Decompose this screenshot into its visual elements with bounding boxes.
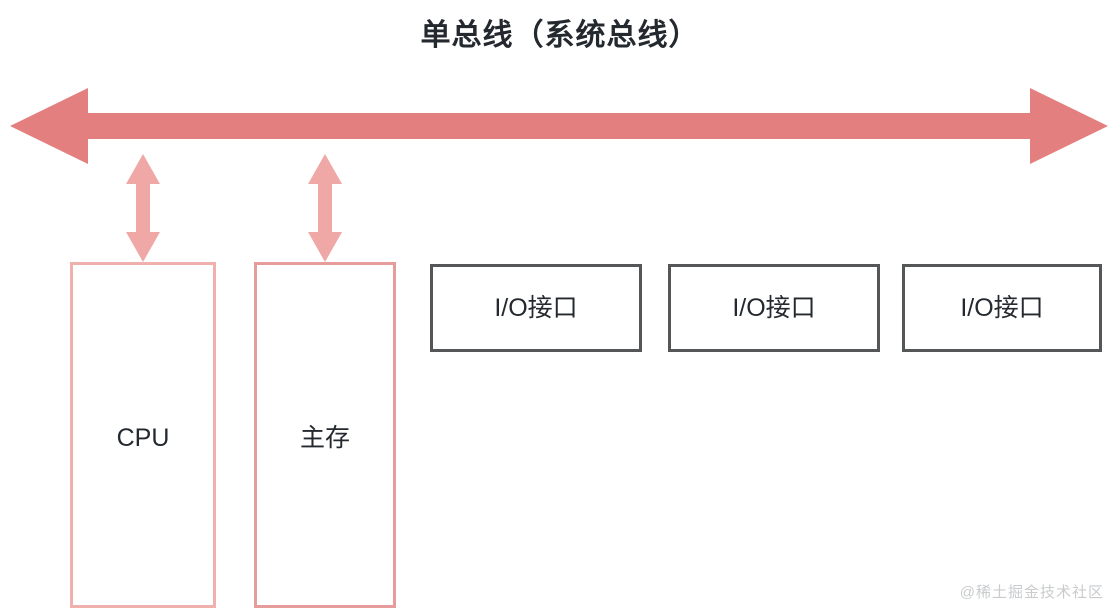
unit-box-memory[interactable]: 主存 — [254, 262, 396, 608]
io-interface-label-1: I/O接口 — [494, 294, 578, 322]
unit-box-cpu[interactable]: CPU — [70, 262, 216, 608]
unit-label-memory: 主存 — [299, 424, 350, 452]
io-interface-box-1[interactable]: I/O接口 — [430, 264, 642, 352]
io-interface-label-2: I/O接口 — [732, 294, 816, 322]
io-interface-box-3[interactable]: I/O接口 — [902, 264, 1102, 352]
cpu-bus-connector-arrow — [126, 154, 160, 262]
io-interface-label-3: I/O接口 — [960, 294, 1044, 322]
memory-bus-connector-arrow — [308, 154, 342, 262]
watermark: @稀土掘金技术社区 — [959, 584, 1104, 601]
unit-label-cpu: CPU — [116, 424, 170, 452]
io-interface-box-2[interactable]: I/O接口 — [668, 264, 880, 352]
page-title: 单总线（系统总线） — [420, 19, 700, 52]
system-bus-arrow — [10, 88, 1108, 164]
